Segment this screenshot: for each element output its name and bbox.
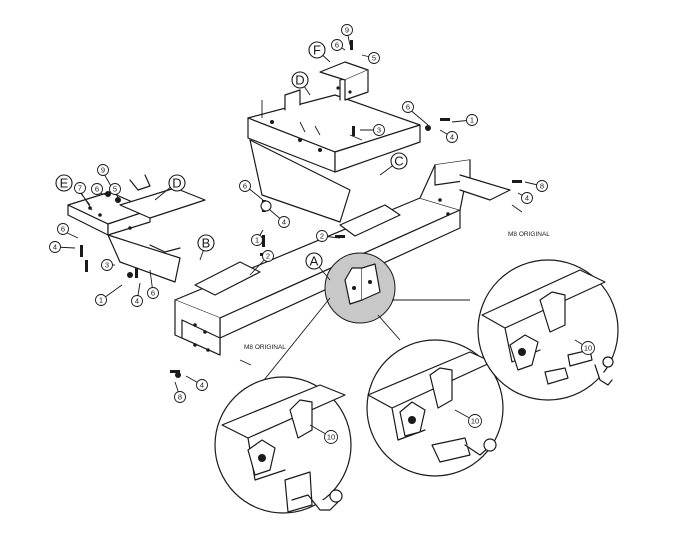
label-e: E — [55, 174, 73, 192]
svg-text:6: 6 — [406, 103, 410, 112]
label-b-text: B — [202, 236, 211, 251]
label-d-top: D — [291, 71, 309, 89]
detail-view-2 — [366, 339, 504, 477]
svg-text:6: 6 — [151, 289, 155, 298]
svg-text:1: 1 — [99, 296, 103, 305]
label-d-left: D — [168, 174, 186, 192]
svg-text:8: 8 — [178, 393, 182, 402]
callout-9-top: 9 — [341, 24, 353, 36]
svg-text:6: 6 — [335, 41, 339, 50]
left-mounting-bracket — [67, 174, 206, 283]
label-b: B — [197, 234, 215, 252]
svg-text:4: 4 — [200, 381, 204, 390]
callout-4-left: 4 — [49, 241, 61, 253]
svg-text:5: 5 — [372, 54, 376, 63]
label-c-text: C — [394, 154, 403, 169]
svg-text:1: 1 — [255, 236, 259, 245]
hitch-plate-highlight — [324, 252, 396, 324]
svg-text:9: 9 — [101, 166, 105, 175]
label-d-top-text: D — [295, 73, 304, 88]
callout-9-left: 9 — [97, 164, 109, 176]
callout-2-center: 2 — [316, 230, 328, 242]
letter-labels: A B C D D E F — [55, 41, 408, 270]
callout-4-top: 4 — [446, 131, 458, 143]
svg-text:2: 2 — [320, 232, 324, 241]
callout-3-left: 3 — [101, 259, 113, 271]
svg-text:4: 4 — [53, 243, 57, 252]
svg-text:2: 2 — [266, 252, 270, 261]
callout-10-detail2: 10 — [468, 414, 482, 428]
callout-6-left-low: 6 — [57, 223, 69, 235]
callout-4-right: 4 — [521, 192, 533, 204]
svg-text:5: 5 — [113, 185, 117, 194]
callout-5-top: 5 — [368, 52, 380, 64]
callout-7-left: 7 — [74, 182, 86, 194]
svg-text:4: 4 — [135, 297, 139, 306]
callout-2-left: 2 — [262, 250, 274, 262]
callout-8-bottom: 8 — [174, 391, 186, 403]
svg-text:10: 10 — [584, 344, 592, 353]
callout-10-detail1: 10 — [324, 430, 338, 444]
number-callouts: 9 7 6 5 6 4 3 1 4 6 2 6 1 4 2 9 6 5 3 6 … — [49, 24, 595, 444]
callout-4-left-low: 4 — [131, 295, 143, 307]
right-mounting-bracket — [247, 61, 421, 223]
detail-view-3 — [477, 259, 619, 401]
callout-1-left: 1 — [95, 294, 107, 306]
note-m8-right: M8 ORIGINAL — [508, 231, 550, 238]
note-m8-bottom: M8 ORIGINAL — [244, 344, 286, 351]
callout-5-left: 5 — [109, 183, 121, 195]
svg-text:3: 3 — [377, 126, 381, 135]
label-a-text: A — [310, 254, 319, 269]
svg-text:10: 10 — [327, 433, 335, 442]
svg-text:6: 6 — [61, 225, 65, 234]
callout-4-bottom: 4 — [196, 379, 208, 391]
detail-leaders — [259, 297, 470, 386]
label-a: A — [305, 252, 323, 270]
svg-text:4: 4 — [282, 218, 286, 227]
label-d-left-text: D — [172, 176, 181, 191]
svg-text:6: 6 — [243, 182, 247, 191]
svg-text:9: 9 — [345, 26, 349, 35]
callout-6-top-a: 6 — [239, 180, 251, 192]
callout-1-center: 1 — [251, 234, 263, 246]
svg-text:7: 7 — [78, 184, 82, 193]
callout-3-top: 3 — [373, 124, 385, 136]
callout-1-right: 1 — [466, 114, 478, 126]
svg-text:8: 8 — [540, 182, 544, 191]
text-notes: M8 ORIGINAL M8 ORIGINAL — [244, 231, 550, 351]
callout-4-center: 4 — [278, 216, 290, 228]
svg-text:1: 1 — [470, 116, 474, 125]
label-f-text: F — [313, 43, 321, 58]
svg-text:4: 4 — [450, 133, 454, 142]
callout-6-center: 6 — [147, 287, 159, 299]
svg-text:4: 4 — [525, 194, 529, 203]
label-e-text: E — [60, 176, 69, 191]
callout-10-detail3: 10 — [581, 341, 595, 355]
svg-text:10: 10 — [471, 417, 479, 426]
callout-8-right: 8 — [536, 180, 548, 192]
label-f: F — [308, 41, 326, 59]
detail-view-1 — [214, 376, 352, 514]
callout-6-left: 6 — [91, 183, 103, 195]
svg-text:6: 6 — [95, 185, 99, 194]
label-c: C — [390, 152, 408, 170]
callout-6-right: 6 — [402, 101, 414, 113]
callout-6-top-b: 6 — [331, 39, 343, 51]
svg-text:3: 3 — [105, 261, 109, 270]
